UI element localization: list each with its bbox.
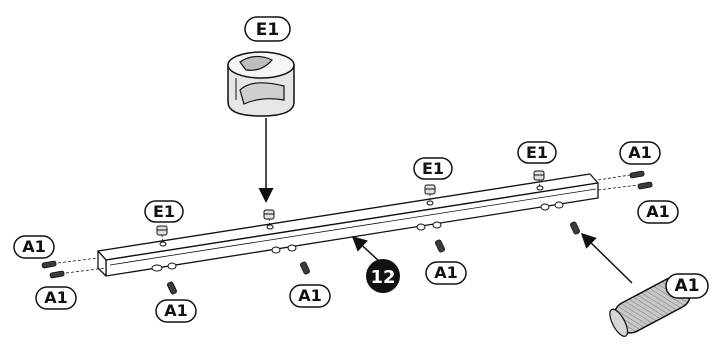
rail-panel	[97, 173, 599, 277]
svg-text:A1: A1	[675, 276, 700, 296]
svg-text:E1: E1	[256, 20, 279, 40]
label-a1-dowel-detail: A1	[665, 273, 709, 299]
label-a1-under-center: A1	[289, 284, 331, 308]
svg-text:A1: A1	[628, 143, 652, 162]
label-a1-under-left: A1	[155, 299, 197, 323]
label-e1-top: E1	[244, 16, 291, 42]
label-e1-left: E1	[144, 200, 184, 223]
svg-text:A1: A1	[22, 237, 46, 256]
cam-lock-small	[156, 170, 545, 236]
label-a1-left-upper: A1	[13, 235, 55, 259]
svg-text:E1: E1	[526, 143, 548, 162]
top-holes	[159, 185, 544, 247]
svg-text:E1: E1	[153, 202, 175, 221]
label-e1-right: E1	[517, 141, 557, 164]
dowel-arrow	[580, 232, 633, 284]
step-arrow	[351, 235, 381, 263]
label-a1-right-upper: A1	[619, 141, 661, 165]
svg-text:A1: A1	[298, 286, 322, 305]
label-a1-left-lower: A1	[35, 286, 77, 310]
svg-text:E1: E1	[422, 159, 444, 178]
svg-text:A1: A1	[44, 288, 68, 307]
label-a1-right-lower: A1	[637, 200, 679, 224]
label-a1-under-right: A1	[425, 261, 467, 285]
svg-text:A1: A1	[646, 202, 670, 221]
step-number-badge: 12	[366, 259, 400, 293]
svg-text:A1: A1	[434, 263, 458, 282]
svg-text:12: 12	[370, 267, 395, 288]
dowel-small	[41, 170, 653, 295]
label-e1-middle: E1	[413, 157, 453, 180]
cam-lock-icon	[227, 51, 295, 117]
svg-text:A1: A1	[164, 301, 188, 320]
front-holes	[151, 201, 564, 272]
